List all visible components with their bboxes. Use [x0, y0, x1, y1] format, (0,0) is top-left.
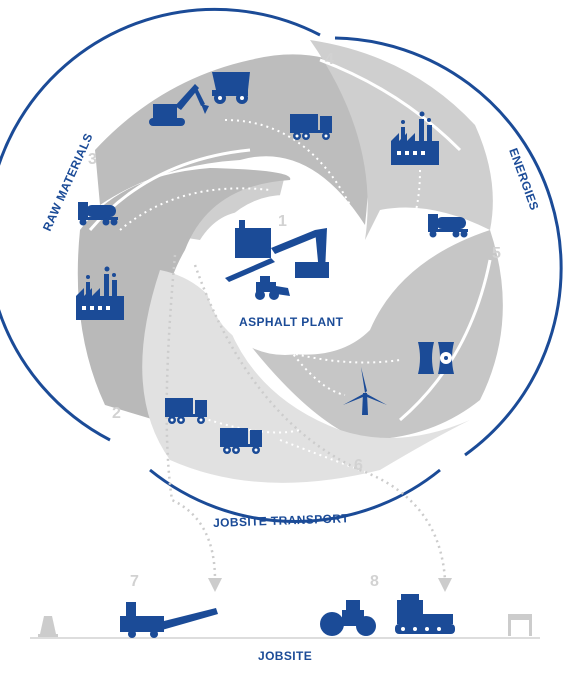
jobsite-dotted-paths [165, 254, 447, 581]
tanker-truck-icon [428, 214, 468, 238]
power-plant-icon [418, 342, 454, 374]
asphalt-plant-icon [225, 220, 329, 282]
jobsite-arrow-right [438, 578, 452, 592]
outer-ring [0, 7, 563, 523]
ring-label-jobsite-transport: JOBSITE TRANSPORT [213, 511, 350, 530]
excavator-icon [149, 84, 209, 126]
segment-number-3: 3 [88, 151, 97, 168]
barrier-icon [508, 614, 532, 636]
traffic-cone-icon [38, 616, 58, 637]
segment-number-6: 6 [354, 457, 363, 474]
paver-icon [395, 594, 455, 634]
jobsite-number-7: 7 [130, 573, 139, 590]
road-roller-icon [320, 600, 376, 636]
dump-truck-icon [212, 72, 250, 104]
wind-turbine-icon [343, 367, 387, 415]
center-label: ASPHALT PLANT [239, 315, 344, 329]
segment-number-5: 5 [492, 245, 501, 262]
jobsite-arrow-left [208, 578, 222, 592]
segment-number-4: 4 [325, 51, 334, 68]
ring-label-energies: ENERGIES [506, 146, 541, 212]
wheel-loader-icon [255, 276, 290, 300]
segment-number-2: 2 [112, 405, 121, 422]
milling-machine-icon [120, 602, 218, 638]
jobsite-number-8: 8 [370, 573, 379, 590]
jobsite-label: JOBSITE [258, 649, 312, 663]
center-number: 1 [278, 213, 287, 230]
